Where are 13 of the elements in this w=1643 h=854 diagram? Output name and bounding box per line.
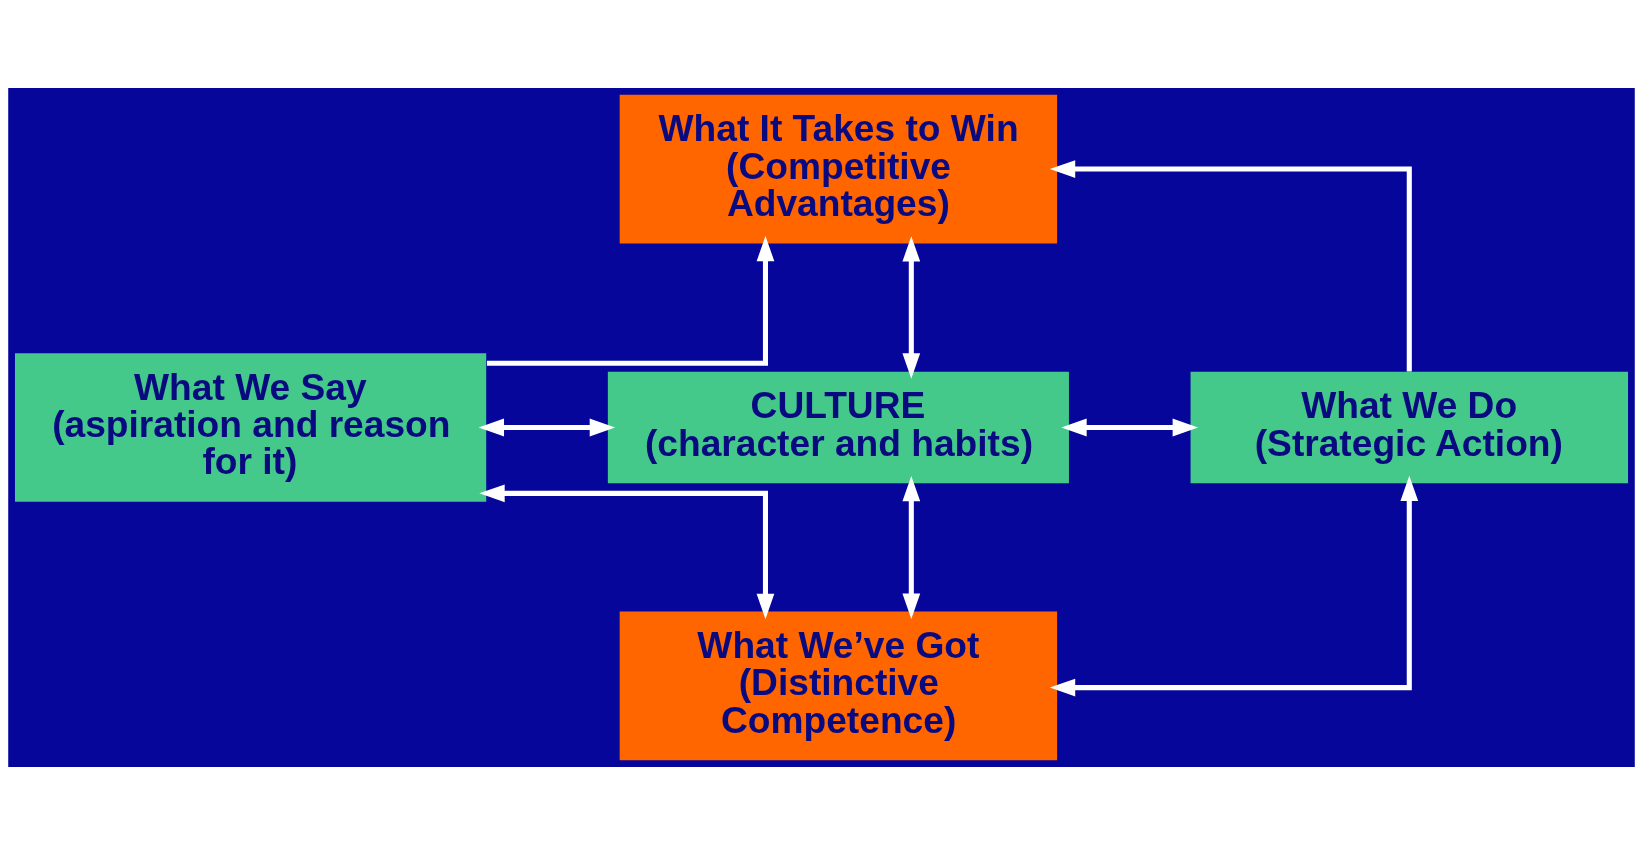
arrow (486, 235, 775, 366)
arrow (1049, 475, 1419, 696)
node-box: What It Takes to Win (Competitive Advantages) (619, 94, 1058, 243)
node-box: What We Do (Strategic Action) (1190, 371, 1628, 483)
arrow (479, 483, 775, 619)
arrow (1049, 159, 1412, 371)
arrow (902, 475, 921, 619)
node-box: CULTURE (character and habits) (607, 371, 1069, 483)
arrow (902, 235, 921, 379)
node-box: What We Say (aspiration and reason for it) (15, 352, 487, 502)
node-box: What We’ve Got (Distinctive Competence) (619, 611, 1058, 760)
arrow (1061, 418, 1199, 436)
arrow (478, 418, 616, 436)
